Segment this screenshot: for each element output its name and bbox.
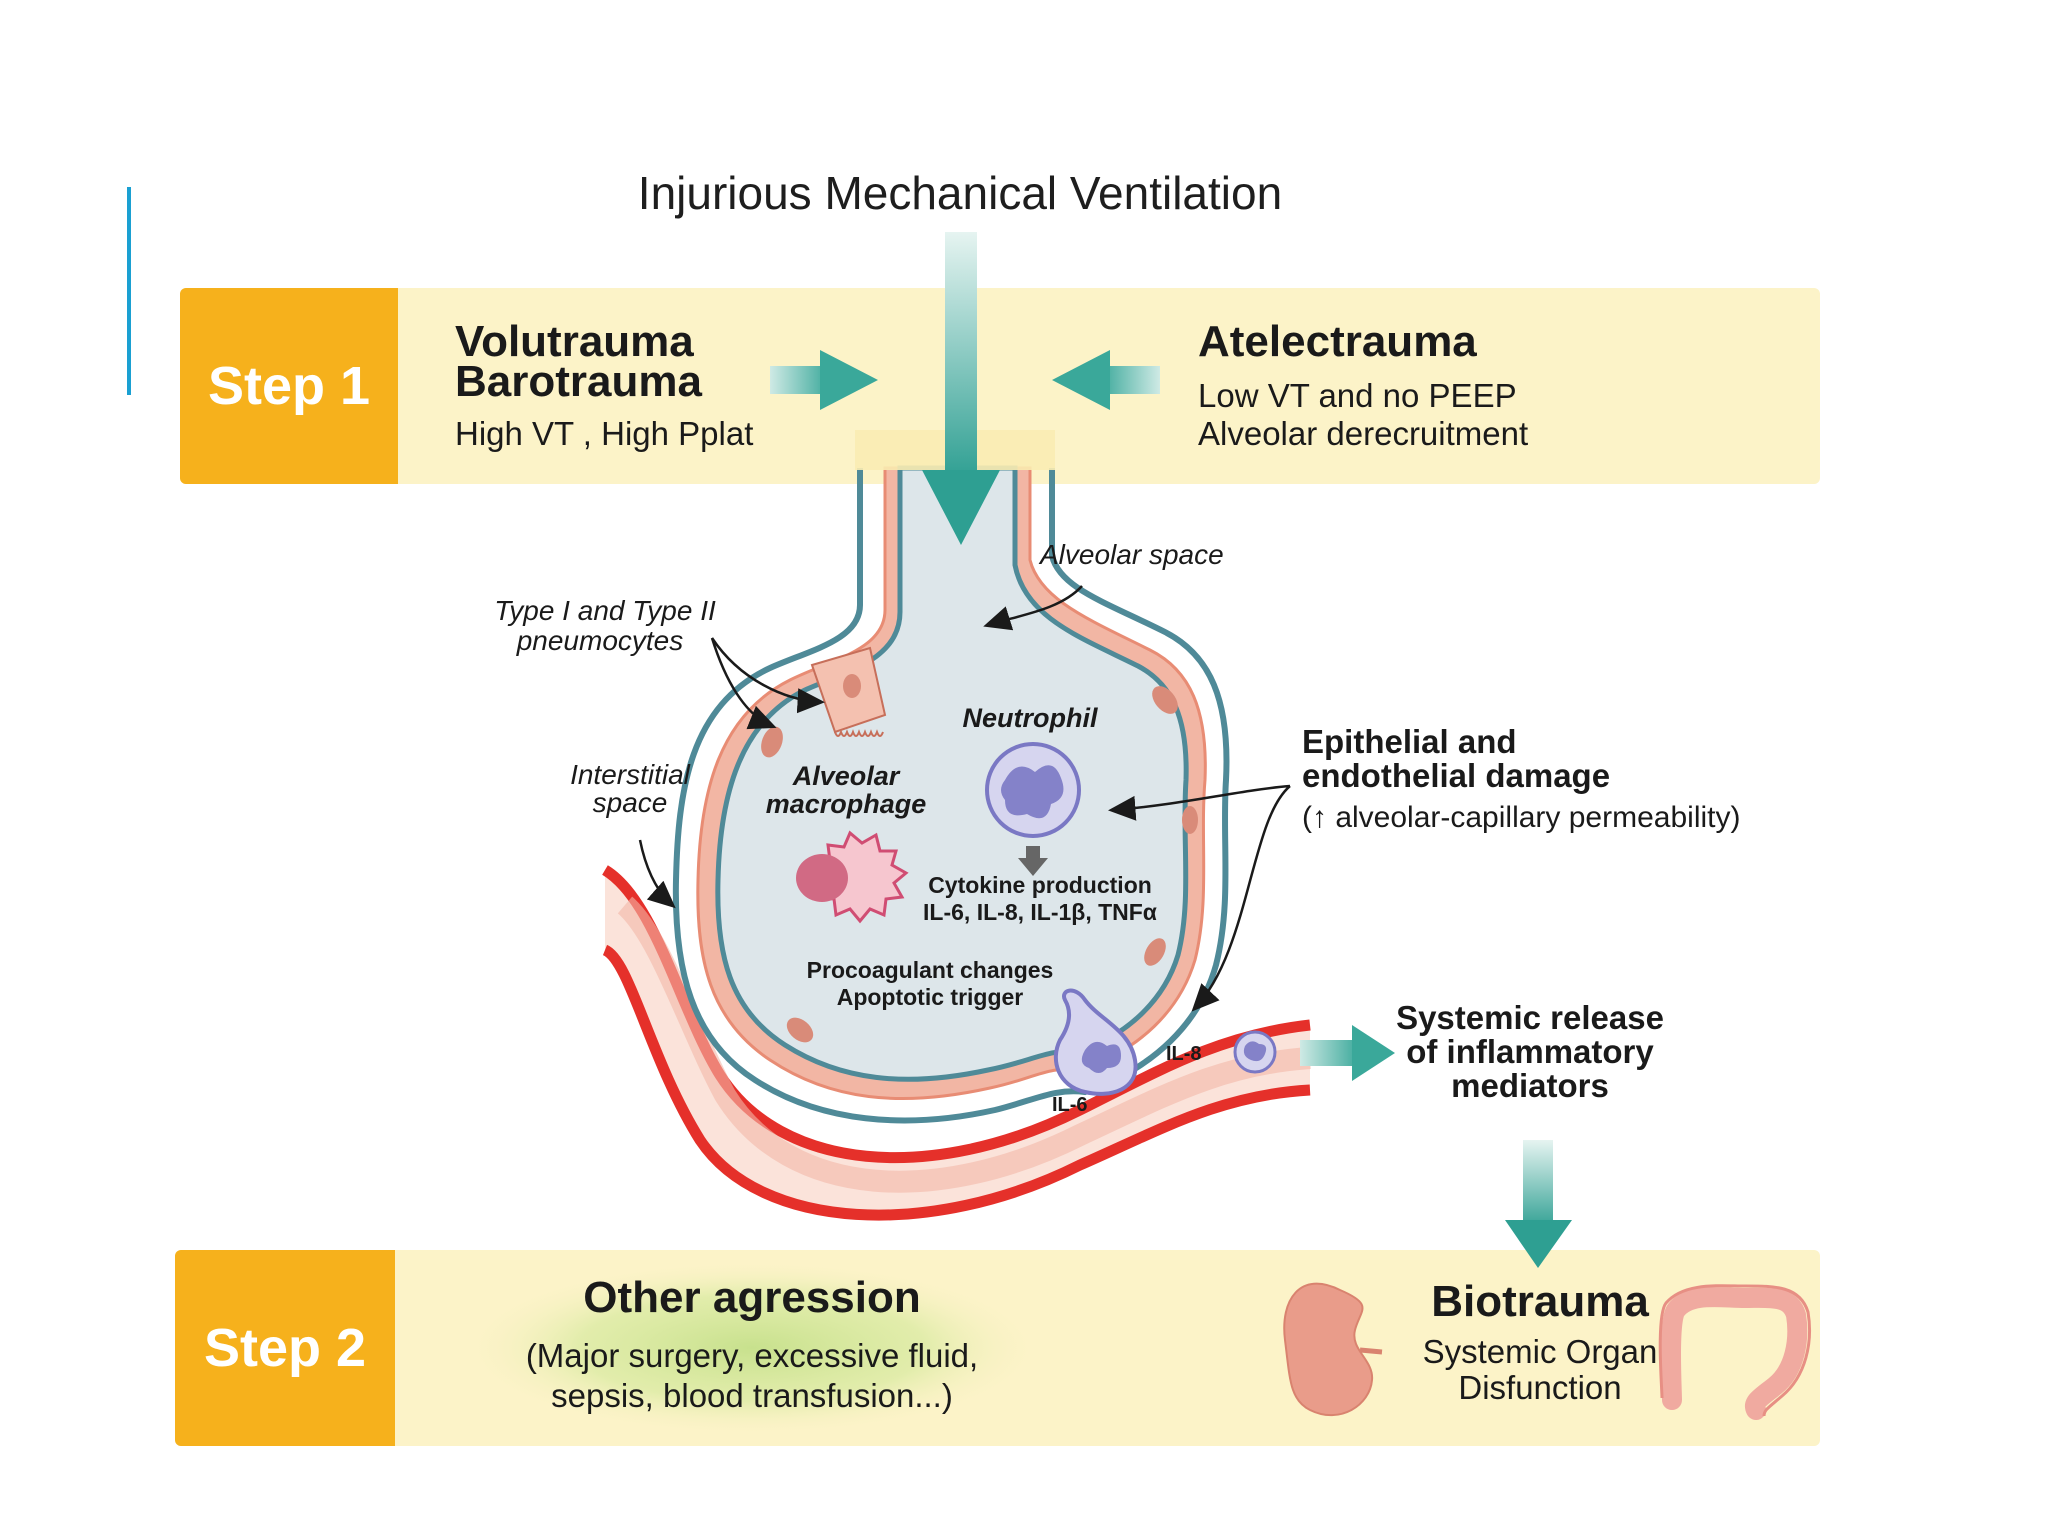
procoag-label-2: Apoptotic trigger xyxy=(836,984,1024,1010)
interstitial-label-1: Interstitial xyxy=(570,759,690,790)
macrophage xyxy=(796,830,909,924)
atelectrauma-sub-1: Low VT and no PEEP xyxy=(1198,377,1517,414)
damage-label-3: (↑ alveolar-capillary permeability) xyxy=(1302,801,1741,834)
cytokine-label-2: IL-6, IL-8, IL-1β, TNFα xyxy=(923,899,1157,925)
volutrauma-sub: High VT , High Pplat xyxy=(455,415,754,452)
macrophage-label-1: Alveolar xyxy=(792,761,900,791)
biotrauma-sub-2: Disfunction xyxy=(1458,1369,1622,1406)
blood-vessel xyxy=(601,865,1311,1221)
biotrauma-heading: Biotrauma xyxy=(1431,1277,1649,1326)
green-glow xyxy=(462,1260,1042,1436)
migrating-neutrophil xyxy=(1054,988,1138,1096)
step2-label: Step 2 xyxy=(175,1250,395,1446)
arrow-from-atelectrauma xyxy=(1052,350,1160,410)
accent-line xyxy=(127,187,131,395)
atelectrauma-heading: Atelectrauma xyxy=(1198,317,1477,366)
il6-label: IL-6 xyxy=(1052,1094,1088,1116)
barotrauma-heading: Barotrauma xyxy=(455,357,702,406)
page-title: Injurious Mechanical Ventilation xyxy=(637,167,1283,219)
intestine-icon xyxy=(1661,1287,1808,1420)
systemic-label-2: of inflammatory xyxy=(1406,1033,1654,1070)
damage-label-2: endothelial damage xyxy=(1302,757,1611,794)
other-agression-sub-2: sepsis, blood transfusion...) xyxy=(551,1377,953,1414)
biotrauma-sub-1: Systemic Organ xyxy=(1422,1333,1658,1370)
atelectrauma-sub-2: Alveolar derecruitment xyxy=(1198,415,1529,452)
pneumocytes-label-1: Type I and Type II xyxy=(494,595,716,626)
alveolar-space-label: Alveolar space xyxy=(1040,539,1224,570)
type-ii-pneumocyte xyxy=(810,646,887,737)
alveolus xyxy=(672,465,1230,1124)
step1-label: Step 1 xyxy=(180,288,398,484)
annotation-arrows xyxy=(638,585,1291,1012)
macrophage-label-2: macrophage xyxy=(765,789,927,819)
systemic-release-arrow xyxy=(1300,1025,1395,1081)
other-agression-sub-1: (Major surgery, excessive fluid, xyxy=(525,1337,979,1374)
pneumocytes-label-2: pneumocytes xyxy=(516,625,684,656)
cytokine-label-1: Cytokine production xyxy=(928,872,1152,898)
systemic-label-1: Systemic release xyxy=(1396,999,1664,1036)
volutrauma-heading: Volutrauma xyxy=(455,317,694,366)
damage-label-1: Epithelial and xyxy=(1302,723,1517,760)
biotrauma-down-arrow xyxy=(1505,1140,1572,1268)
interstitial-label-2: space xyxy=(592,787,668,818)
small-neutrophil xyxy=(1233,1030,1277,1074)
neutrophil-label: Neutrophil xyxy=(962,703,1098,733)
arrow-from-volutrauma xyxy=(770,350,878,410)
il8-label: IL-8 xyxy=(1166,1043,1202,1065)
main-down-arrow xyxy=(855,232,1055,545)
procoag-label-1: Procoagulant changes xyxy=(806,957,1054,983)
other-agression-heading: Other agression xyxy=(583,1273,921,1322)
systemic-label-3: mediators xyxy=(1451,1067,1609,1104)
intestine-icon-outline xyxy=(1658,1284,1812,1417)
kidney-icon xyxy=(1283,1282,1383,1417)
neutrophil xyxy=(985,742,1081,876)
